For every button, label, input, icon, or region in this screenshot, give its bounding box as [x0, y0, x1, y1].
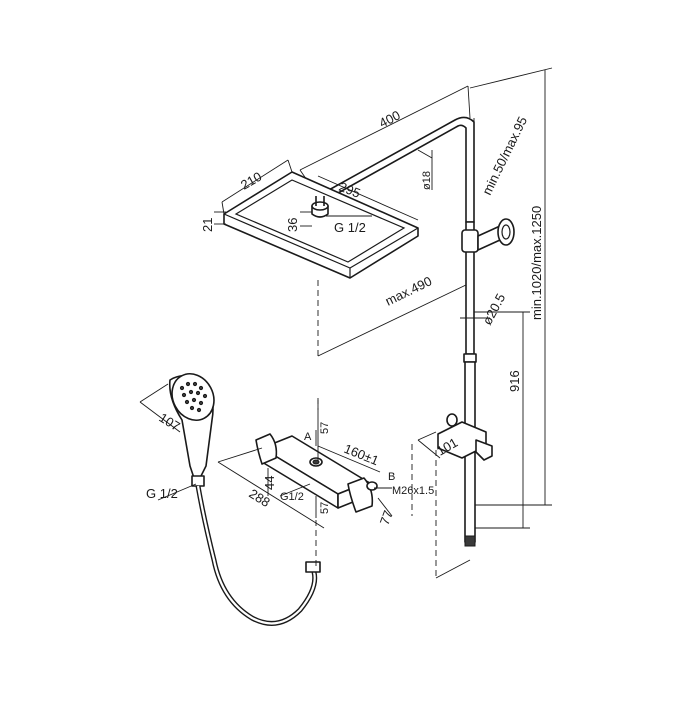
shower-rail	[461, 221, 479, 547]
outlet-b-label: B	[388, 471, 395, 483]
rail-height-dimension: 916	[472, 311, 530, 529]
overall-height-dimension: min.1020/max.1250	[469, 67, 553, 506]
hand-shower	[168, 373, 215, 487]
head-thickness-label: 21	[200, 218, 215, 232]
connector-dimension: 36 G 1/2	[285, 211, 372, 235]
rail-height-label: 916	[507, 370, 522, 392]
valve-outlet-thread-label: G1/2	[280, 491, 304, 503]
arm-diameter-dimension: ø18	[417, 149, 433, 190]
valve-depth-top-label: 57	[319, 422, 331, 434]
handshower-holder: 101	[417, 413, 493, 461]
thermostatic-valve	[255, 433, 378, 513]
rail-projection-lines	[435, 450, 471, 579]
valve-height-label: 44	[262, 476, 277, 490]
handshower-thread-label: G 1/2	[146, 486, 178, 501]
spray-nozzles	[179, 381, 208, 413]
overall-height-label: min.1020/max.1250	[529, 206, 544, 320]
arm-length-label: 400	[377, 107, 403, 130]
wall-bracket	[477, 218, 515, 251]
arm-height-label: min.50/max.95	[479, 114, 530, 197]
rail-diameter-label: ø20.5	[479, 291, 508, 327]
outlet-a-label: A	[304, 431, 312, 443]
head-reach-label: max.490	[383, 273, 434, 308]
valve-depth-label: 77	[377, 508, 396, 527]
connector-thread-label: G 1/2	[334, 220, 366, 235]
head-thickness-dimension: 21	[200, 211, 226, 232]
arm-height-dimension: min.50/max.95	[473, 114, 530, 225]
handshower-thread-dimension: G 1/2	[146, 483, 197, 501]
shower-hose	[195, 485, 321, 626]
valve-depth-bottom-label: 57	[319, 502, 331, 514]
head-connector	[311, 196, 329, 218]
arm-diameter-label: ø18	[421, 171, 433, 190]
valve-inlet-thread-label: M26x1.5	[392, 485, 434, 497]
connector-height-label: 36	[285, 218, 300, 232]
